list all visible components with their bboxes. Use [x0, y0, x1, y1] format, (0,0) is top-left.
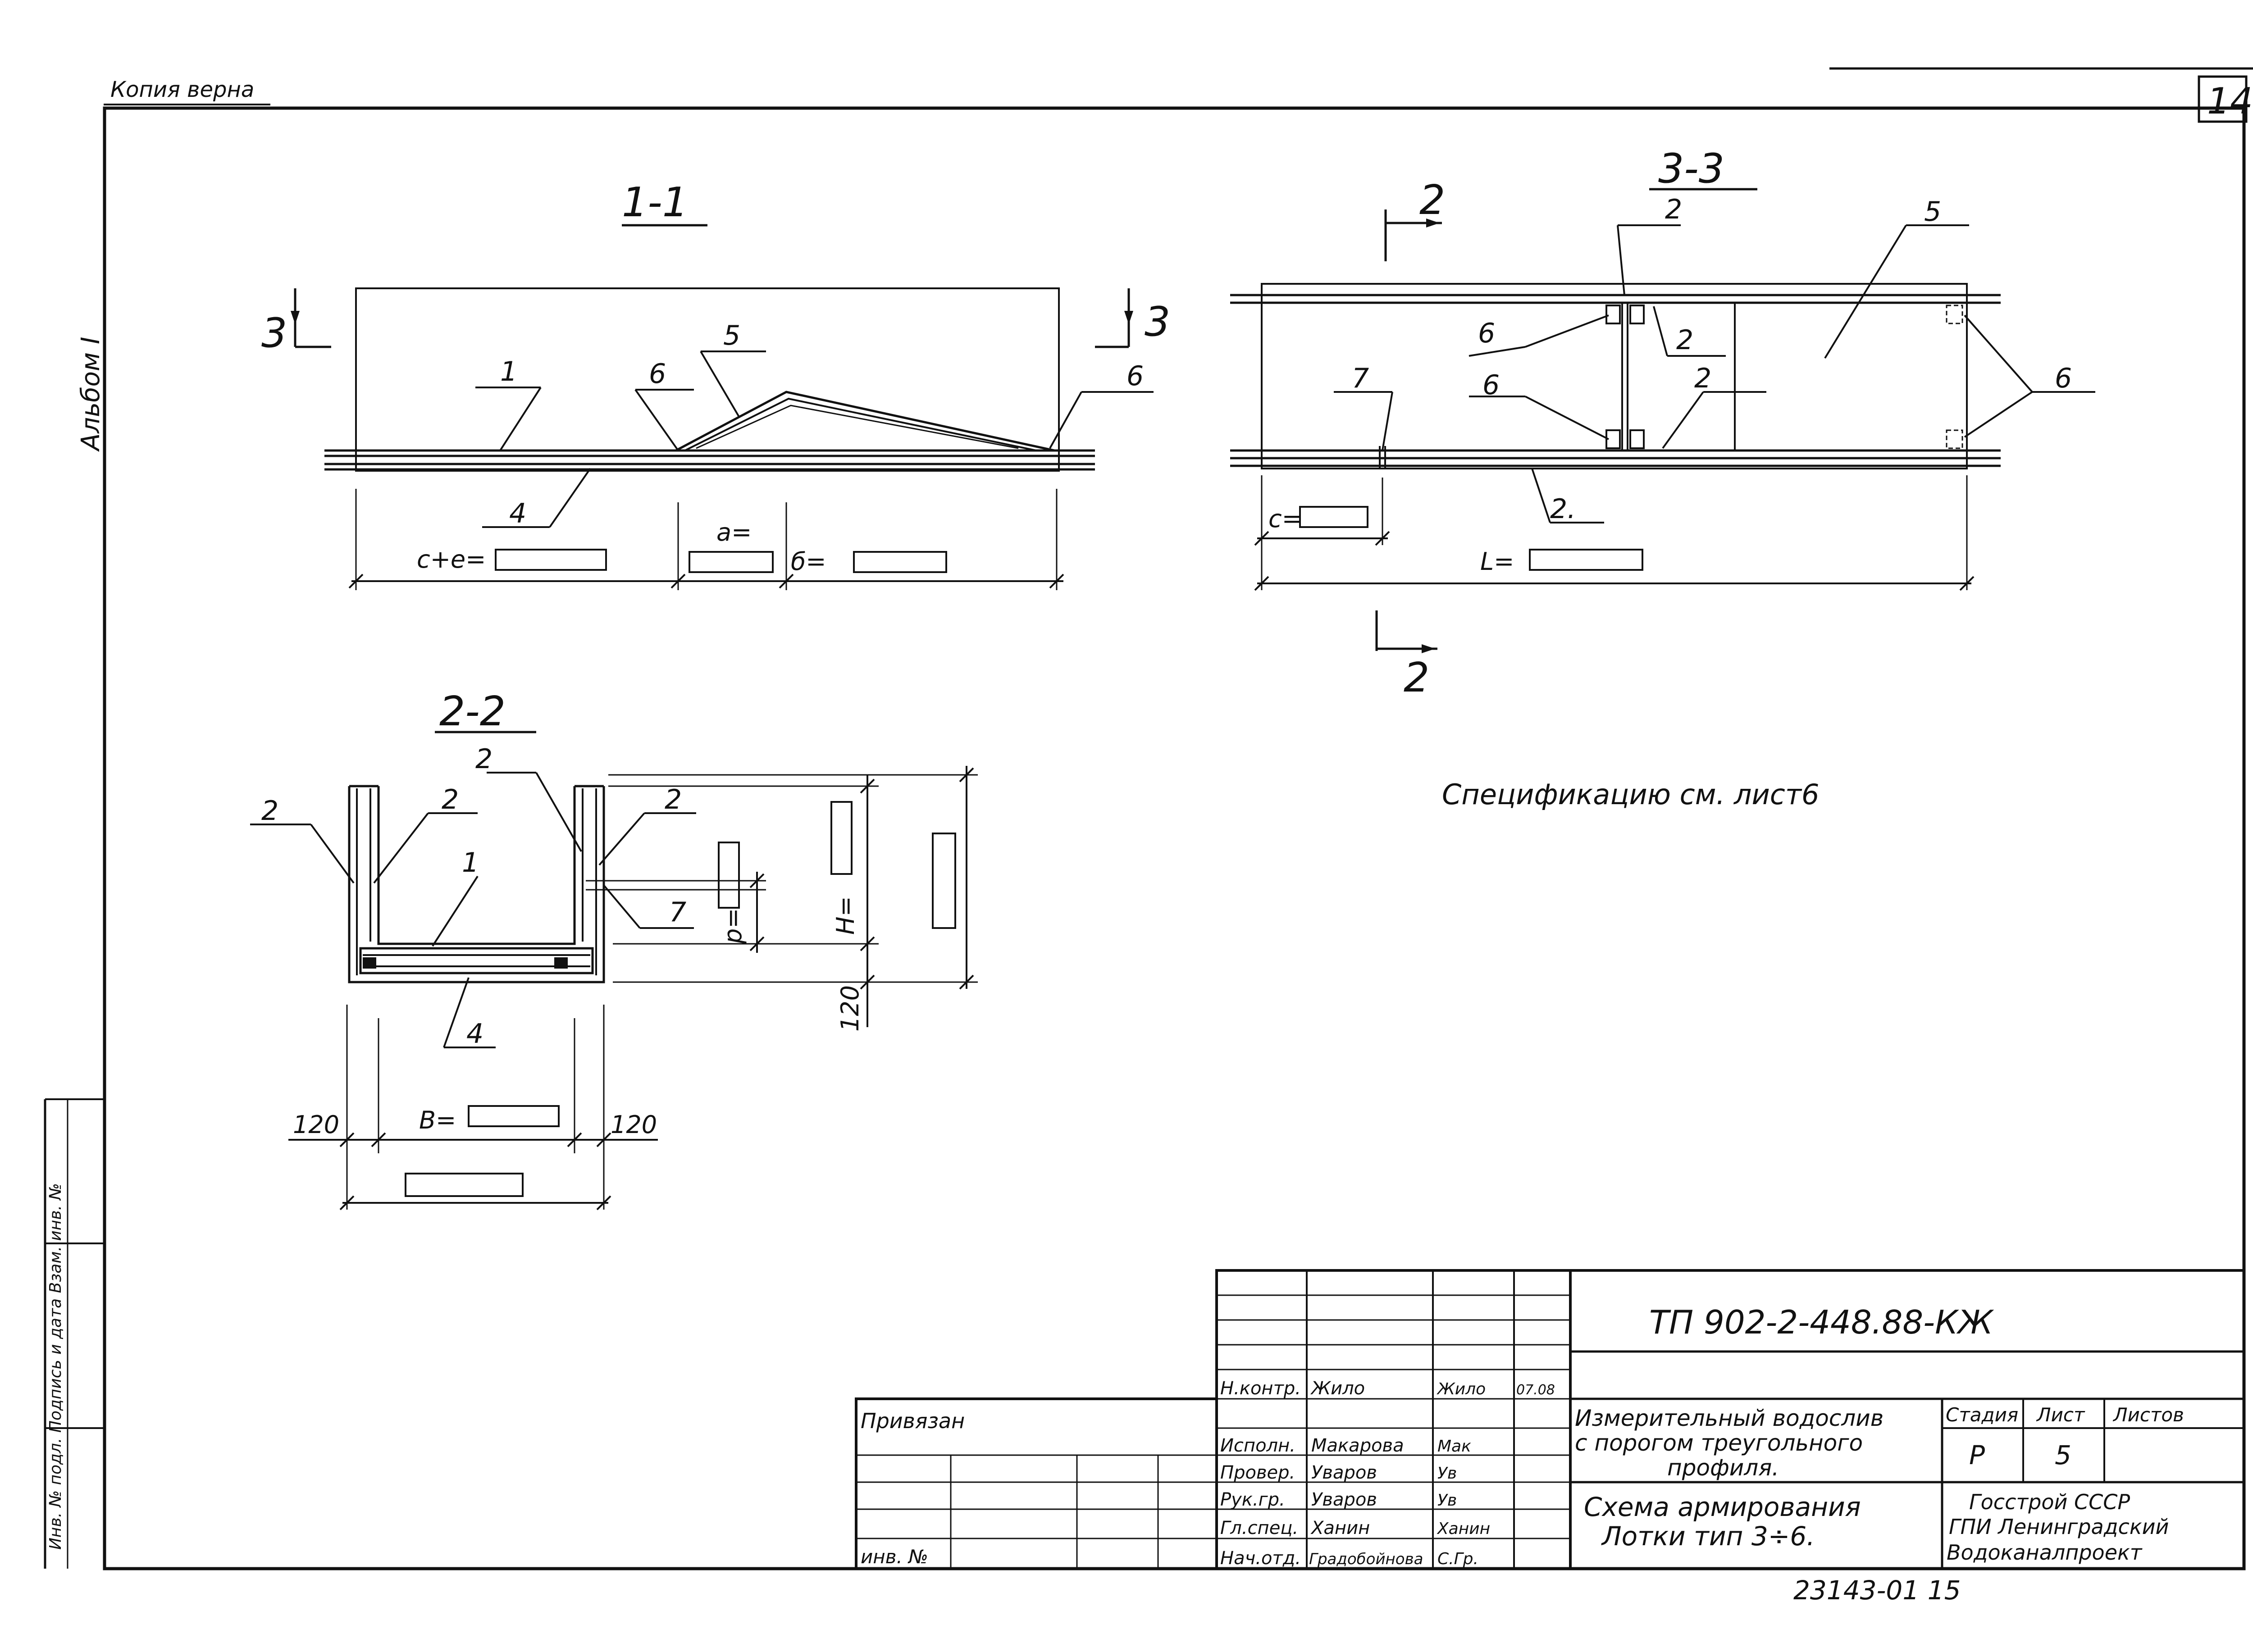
signer-role-5: Нач.отд.: [1220, 1548, 1301, 1569]
object-name-line-2: с порогом треугольного: [1575, 1430, 1863, 1456]
signer-sign-2: Ув: [1437, 1464, 1457, 1483]
dim-c-box: [1299, 506, 1368, 528]
label-2-bottom: 2.: [1550, 493, 1576, 525]
dim-c-plus-e: с+е=: [417, 545, 486, 573]
signer-role-3: Рук.гр.: [1220, 1489, 1285, 1510]
label-2-mid: 2: [1676, 324, 1693, 356]
label-4-section: 4: [466, 1018, 483, 1050]
signer-name-5: Градобойнова: [1309, 1550, 1423, 1568]
label-2-d: 2: [665, 784, 682, 815]
label-5: 5: [723, 320, 740, 351]
dim-B: В=: [419, 1106, 456, 1134]
label-2-a: 2: [261, 795, 278, 827]
signer-sign-1: Мак: [1437, 1437, 1471, 1456]
signer-name-0: Жило: [1310, 1378, 1365, 1399]
cut-mark-3-left: 3: [261, 309, 287, 357]
sheets-label: Листов: [2112, 1404, 2184, 1426]
signer-name-1: Макарова: [1311, 1435, 1404, 1456]
label-6-lower: 6: [1482, 369, 1500, 401]
copy-note: Копия верна: [110, 77, 254, 102]
drawing-name-line-1: Схема армирования: [1584, 1492, 1861, 1522]
archive-number: 23143-01 15: [1793, 1575, 1961, 1606]
signer-sign-5: С.Гр.: [1437, 1550, 1478, 1568]
sheet-label: Лист: [2036, 1404, 2085, 1426]
dim-a-box: [689, 551, 774, 573]
signer-date-0: 07.08: [1516, 1382, 1555, 1398]
section-3-3-title: 3-3: [1658, 145, 1724, 192]
dim-H-box: [830, 801, 853, 875]
label-1-section: 1: [462, 847, 479, 878]
spec-note: Спецификацию см. лист6: [1442, 778, 1819, 811]
signer-sign-0: Жило: [1437, 1380, 1486, 1398]
label-6-right: 6: [1126, 360, 1144, 392]
stage-value: Р: [1969, 1440, 1985, 1470]
dim-L-box: [1529, 549, 1643, 571]
doc-code: ТП 902-2-448.88-КЖ: [1649, 1303, 1994, 1341]
object-name-line-1: Измерительный водослив: [1575, 1405, 1884, 1431]
label-6-upper: 6: [1478, 318, 1495, 349]
section-3-3: 3-3 2 2 2: [1230, 145, 2095, 701]
object-name-line-3: профиля.: [1667, 1455, 1779, 1481]
label-7: 7: [1352, 363, 1369, 394]
title-block: Привязан инв. № Н.контр. Жило Жило 07.08…: [855, 1269, 2245, 1606]
dim-120-vertical: 120: [836, 985, 864, 1032]
sheet-number-box: [2198, 75, 2248, 123]
dim-c: с=: [1268, 505, 1302, 533]
dim-B-box: [468, 1105, 560, 1127]
dim-a: а=: [716, 518, 752, 546]
album-label: Альбом I: [76, 337, 105, 452]
label-6-right: 6: [2055, 363, 2072, 394]
cut-mark-3-right: 3: [1145, 298, 1170, 346]
dim-120-right: 120: [611, 1110, 657, 1139]
signer-role-2: Провер.: [1220, 1462, 1295, 1483]
left-strip-text: Инв. № подл. Подпись и дата Взам. инв. №: [46, 1183, 65, 1550]
main-frame: [103, 106, 2246, 1570]
signer-sign-4: Ханин: [1437, 1520, 1490, 1538]
cut-mark-2-bottom: 2: [1404, 654, 1429, 701]
label-2-lower: 2: [1694, 363, 1711, 394]
privyazan-label: Привязан: [861, 1409, 965, 1433]
inv-no-label: инв. №: [861, 1546, 928, 1568]
label-2-top: 2: [1665, 194, 1682, 225]
dim-H: Н=: [831, 896, 860, 935]
org-line-2: ГПИ Ленинградский: [1949, 1515, 2169, 1539]
label-7-section: 7: [669, 897, 686, 928]
section-2-2-title: 2-2: [439, 688, 506, 735]
dim-b: б=: [791, 547, 826, 576]
dim-p: р=: [719, 908, 747, 944]
org-line-3: Водоканалпроект: [1947, 1540, 2143, 1565]
dim-L: L=: [1480, 547, 1514, 576]
sheet-value: 5: [2055, 1440, 2071, 1470]
dim-b-box: [853, 551, 947, 573]
label-1: 1: [500, 356, 517, 387]
section-1-1-title: 1-1: [622, 179, 688, 226]
dim-B-total-box: [405, 1173, 524, 1197]
drawing-name-line-2: Лотки тип 3÷6.: [1601, 1521, 1815, 1552]
stage-label: Стадия: [1946, 1404, 2018, 1426]
signer-role-0: Н.контр.: [1220, 1378, 1301, 1399]
label-5-right: 5: [1924, 196, 1941, 228]
signer-name-3: Уваров: [1311, 1489, 1377, 1510]
label-2-b: 2: [442, 784, 459, 815]
org-line-1: Госстрой СССР: [1969, 1490, 2130, 1514]
signer-sign-3: Ув: [1437, 1491, 1457, 1510]
dim-H-total-box: [932, 833, 956, 929]
signer-role-4: Гл.спец.: [1220, 1518, 1298, 1538]
dim-120-left: 120: [293, 1110, 339, 1139]
cut-mark-2-top: 2: [1419, 177, 1445, 224]
label-2-c: 2: [475, 743, 493, 775]
signer-role-1: Исполн.: [1220, 1435, 1295, 1456]
signer-name-2: Уваров: [1311, 1462, 1377, 1483]
dim-p-box: [718, 842, 740, 909]
label-6-left: 6: [649, 358, 666, 390]
label-4: 4: [509, 498, 526, 529]
section-1-1: 1-1 3 3 1 4 5 6 6: [261, 179, 1170, 590]
section-2-2: 2-2 Н=: [250, 688, 978, 1211]
signer-name-4: Ханин: [1310, 1518, 1370, 1538]
dim-c-plus-e-box: [495, 549, 607, 571]
